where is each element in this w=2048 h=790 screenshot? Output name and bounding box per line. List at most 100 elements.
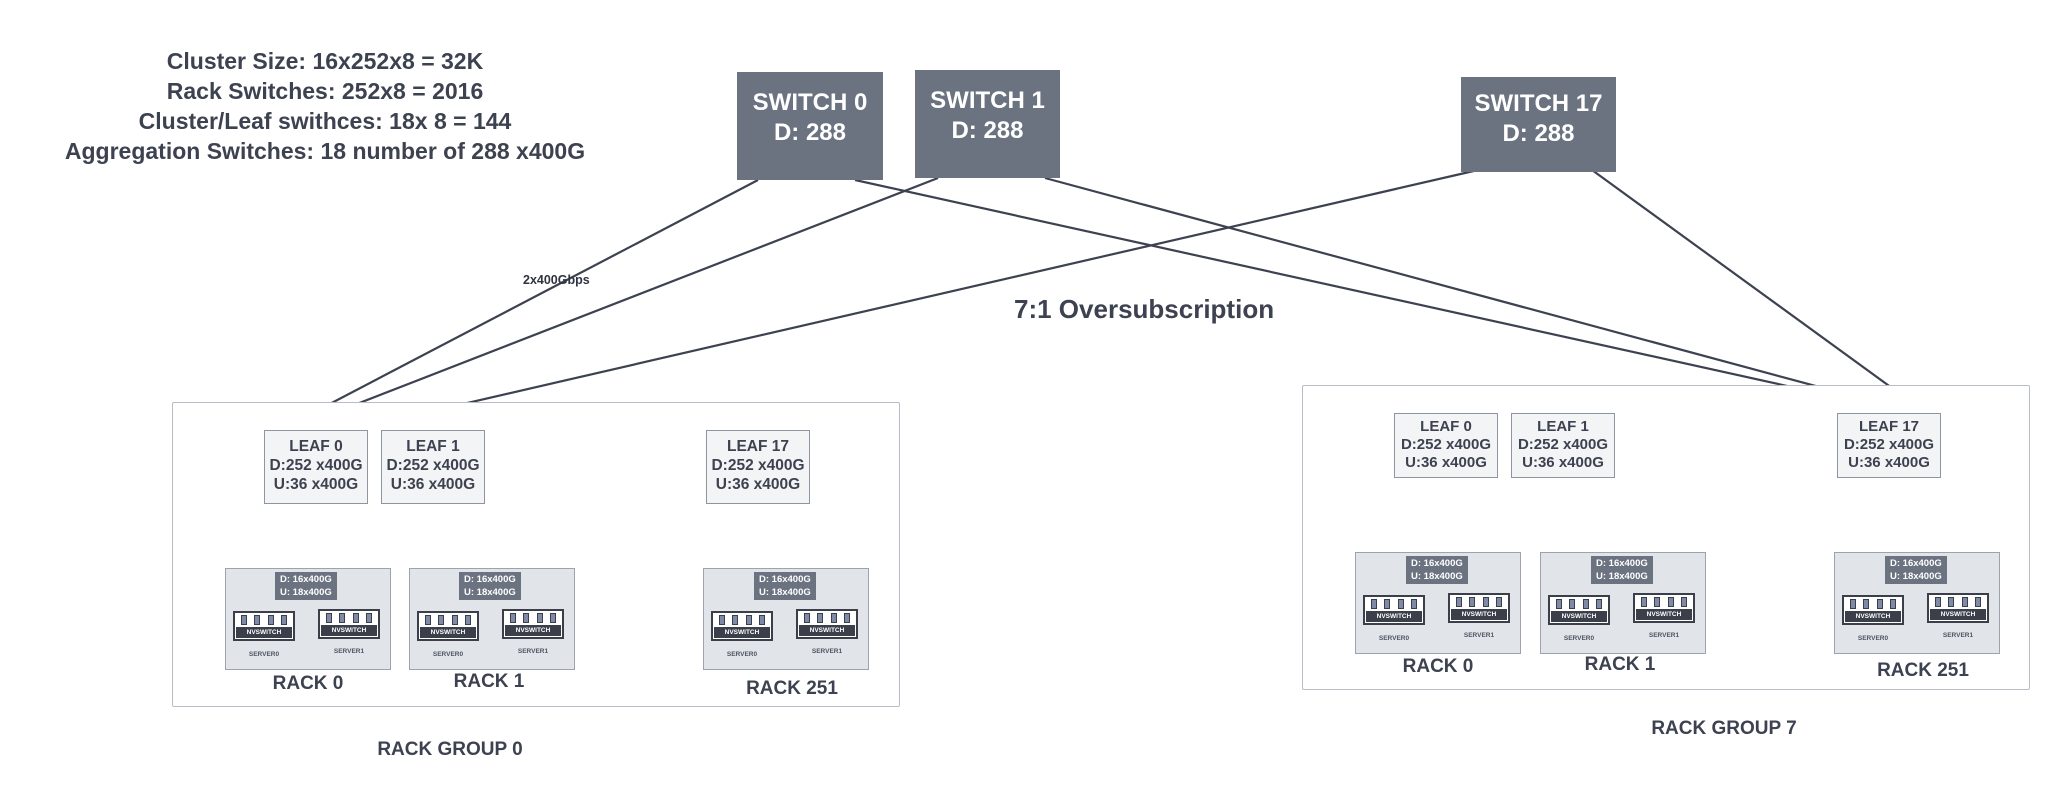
leaf-down: D:252 x400G [711, 457, 805, 474]
server-1: NVSWITCH [1927, 593, 1989, 623]
g0-rack-0: D: 16x400G U: 18x400G NVSWITCH NVSWITCH … [225, 568, 391, 670]
link-switch17-g0-leaf0 [349, 168, 1479, 432]
ports-icon [322, 613, 376, 624]
link-bandwidth-label: 2x400Gbps [523, 273, 590, 287]
server1-label: SERVER1 [333, 648, 365, 655]
nvswitch-label: NVSWITCH [420, 627, 476, 638]
rack-switch-badge: D: 16x400G U: 18x400G [1406, 556, 1468, 584]
leaf-up: U:36 x400G [273, 476, 359, 493]
rack-switch-badge: D: 16x400G U: 18x400G [754, 572, 816, 600]
leaf-name: LEAF 0 [1420, 418, 1472, 435]
leaf-down: D:252 x400G [1517, 436, 1609, 453]
server0-label: SERVER0 [726, 651, 758, 658]
server-0: NVSWITCH [233, 611, 295, 641]
server-1: NVSWITCH [318, 609, 380, 639]
rack-group-7-label: RACK GROUP 7 [1651, 718, 1797, 739]
g7-rack-251: D: 16x400G U: 18x400G NVSWITCH NVSWITCH … [1834, 552, 2000, 654]
switch-downlinks: D: 288 [1502, 120, 1575, 147]
leaf-name: LEAF 17 [726, 438, 789, 455]
rack-switch-down: D: 16x400G [1596, 558, 1648, 569]
nvswitch-label: NVSWITCH [1451, 609, 1507, 620]
nvswitch-label: NVSWITCH [505, 625, 561, 636]
ports-icon [1931, 597, 1985, 608]
server1-label: SERVER1 [811, 648, 843, 655]
ports-icon [1637, 597, 1691, 608]
g7-rack-1: D: 16x400G U: 18x400G NVSWITCH NVSWITCH … [1540, 552, 1706, 654]
cluster-summary: Cluster Size: 16x252x8 = 32K Rack Switch… [0, 46, 650, 166]
nvswitch-label: NVSWITCH [236, 627, 292, 638]
rack-switch-badge: D: 16x400G U: 18x400G [1591, 556, 1653, 584]
server1-label: SERVER1 [1463, 632, 1495, 639]
g7-rack-0-label: RACK 0 [1402, 656, 1474, 677]
leaf-name: LEAF 1 [406, 438, 460, 455]
ports-icon [421, 615, 475, 626]
spine-switch-17: SWITCH 17 D: 288 [1461, 77, 1616, 172]
nvswitch-label: NVSWITCH [1845, 611, 1901, 622]
leaf-name: LEAF 0 [289, 438, 343, 455]
rack-switch-badge: D: 16x400G U: 18x400G [1885, 556, 1947, 584]
switch-downlinks: D: 288 [951, 117, 1024, 144]
nvswitch-label: NVSWITCH [1366, 611, 1422, 622]
server-0: NVSWITCH [1548, 595, 1610, 625]
g7-rack-0: D: 16x400G U: 18x400G NVSWITCH NVSWITCH … [1355, 552, 1521, 654]
switch-downlinks: D: 288 [773, 119, 847, 146]
spine-switch-0: SWITCH 0 D: 288 [737, 72, 883, 180]
server1-label: SERVER1 [1648, 632, 1680, 639]
nvswitch-label: NVSWITCH [1930, 609, 1986, 620]
ports-icon [237, 615, 291, 626]
g7-leaf-0: LEAF 0 D:252 x400G U:36 x400G [1394, 413, 1498, 478]
spine-switch-1: SWITCH 1 D: 288 [915, 70, 1060, 178]
g0-rack-1: D: 16x400G U: 18x400G NVSWITCH NVSWITCH … [409, 568, 575, 670]
switch-name: SWITCH 17 [1474, 90, 1603, 117]
rack-switch-up: U: 18x400G [1890, 571, 1942, 582]
server1-label: SERVER1 [1942, 632, 1974, 639]
link-switch1-g7-leaf17 [1044, 176, 1913, 414]
rack-switch-down: D: 16x400G [759, 574, 811, 585]
nvswitch-label: NVSWITCH [321, 625, 377, 636]
ports-icon [1452, 597, 1506, 608]
ports-icon [715, 615, 769, 626]
leaf-down: D:252 x400G [386, 457, 480, 474]
server-1: NVSWITCH [796, 609, 858, 639]
leaf-name: LEAF 1 [1537, 418, 1589, 435]
g7-rack-1-label: RACK 1 [1584, 654, 1656, 675]
cluster-size-line: Cluster Size: 16x252x8 = 32K [166, 48, 484, 74]
g0-rack-1-label: RACK 1 [453, 671, 525, 692]
server0-label: SERVER0 [1563, 635, 1595, 642]
leaf-down: D:252 x400G [269, 457, 363, 474]
leaf-up: U:36 x400G [1848, 454, 1930, 471]
leaf-name: LEAF 17 [1858, 418, 1919, 435]
rack-switch-up: U: 18x400G [280, 587, 332, 598]
link-switch1-g0-leaf0 [289, 176, 939, 432]
link-switch17-g7-leaf17 [1591, 169, 1926, 413]
g0-leaf-1: LEAF 1 D:252 x400G U:36 x400G [381, 430, 485, 504]
rack-switches-line: Rack Switches: 252x8 = 2016 [166, 78, 484, 104]
rack-switch-badge: D: 16x400G U: 18x400G [459, 572, 521, 600]
rack-switch-badge: D: 16x400G U: 18x400G [275, 572, 337, 600]
leaf-down: D:252 x400G [1843, 436, 1935, 453]
server-1: NVSWITCH [502, 609, 564, 639]
rack-switch-down: D: 16x400G [1890, 558, 1942, 569]
rack-group-0-label: RACK GROUP 0 [377, 739, 523, 760]
rack-switch-up: U: 18x400G [464, 587, 516, 598]
server-0: NVSWITCH [1842, 595, 1904, 625]
g7-leaf-1: LEAF 1 D:252 x400G U:36 x400G [1511, 413, 1615, 478]
ports-icon [1552, 599, 1606, 610]
leaf-up: U:36 x400G [390, 476, 476, 493]
rack-switch-up: U: 18x400G [759, 587, 811, 598]
rack-switch-up: U: 18x400G [1596, 571, 1648, 582]
rack-switch-down: D: 16x400G [280, 574, 332, 585]
oversubscription-label: 7:1 Oversubscription [1014, 294, 1275, 324]
server1-label: SERVER1 [517, 648, 549, 655]
server0-label: SERVER0 [432, 651, 464, 658]
g7-rack-251-label: RACK 251 [1877, 660, 1969, 681]
g0-rack-251: D: 16x400G U: 18x400G NVSWITCH NVSWITCH … [703, 568, 869, 670]
leaf-up: U:36 x400G [715, 476, 801, 493]
link-switch0-g7-leaf17 [854, 178, 1906, 414]
server0-label: SERVER0 [1857, 635, 1889, 642]
ports-icon [1367, 599, 1421, 610]
leaf-up: U:36 x400G [1405, 454, 1487, 471]
server-1: NVSWITCH [1448, 593, 1510, 623]
ports-icon [800, 613, 854, 624]
nvswitch-label: NVSWITCH [714, 627, 770, 638]
